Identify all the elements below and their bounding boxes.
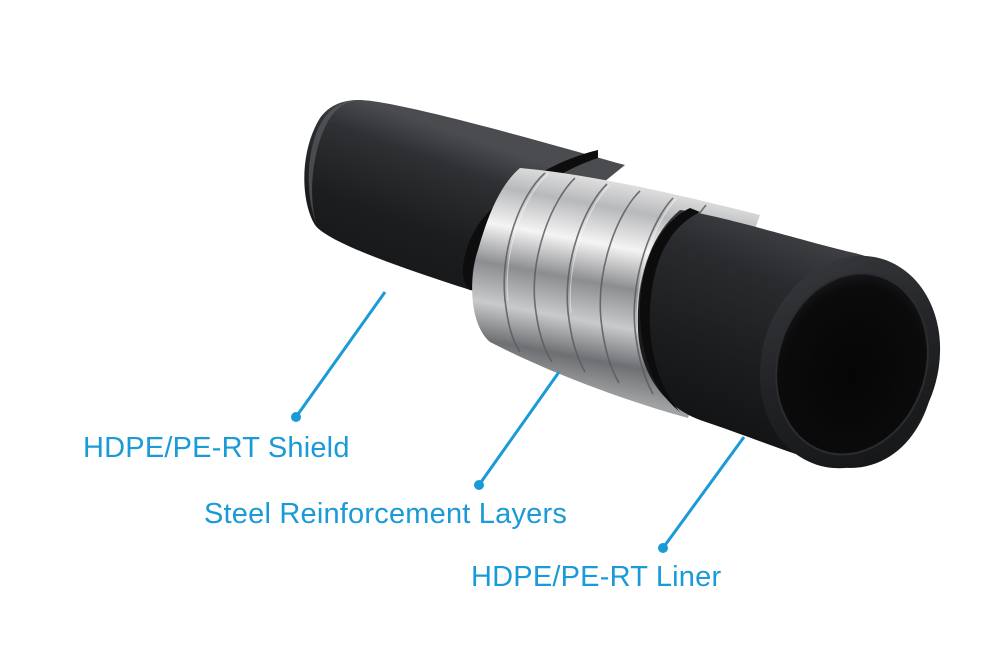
liner-section — [637, 208, 941, 469]
shield-leader-line — [294, 291, 387, 418]
steel-leader-dot — [474, 480, 484, 490]
steel-leader-line — [477, 371, 561, 486]
liner-leader-dot — [658, 543, 668, 553]
liner-callout-label: HDPE/PE-RT Liner — [471, 561, 722, 593]
liner-leader-line — [661, 436, 746, 549]
shield-callout-label: HDPE/PE-RT Shield — [83, 432, 350, 464]
steel-reinforcement-callout-label: Steel Reinforcement Layers — [204, 498, 568, 530]
callout-leaders — [291, 291, 746, 553]
shield-leader-dot — [291, 412, 301, 422]
